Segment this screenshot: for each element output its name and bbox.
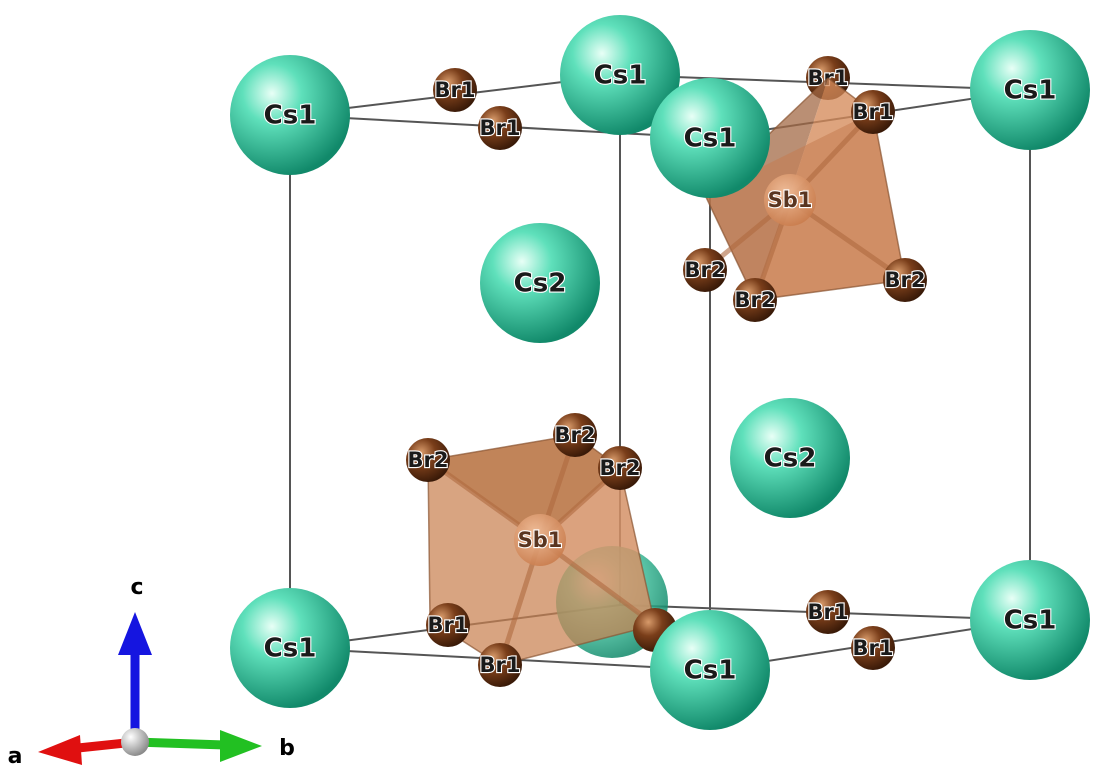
br2-atom: Br2 — [883, 258, 927, 302]
atom-label-sb1: Sb1 — [768, 188, 813, 212]
b-axis-arrow — [220, 730, 262, 762]
svg-text:Br1: Br1 — [853, 636, 894, 660]
axis-indicator: c b a — [8, 575, 295, 769]
br1-atom: Br1 — [426, 603, 470, 647]
a-axis-arrow — [38, 735, 82, 765]
cs1-atom-bottom-front: Cs1 — [650, 610, 770, 730]
svg-text:Br1: Br1 — [853, 100, 894, 124]
br1-atom: Br1 — [433, 68, 477, 112]
br1-atom: Br1 — [478, 643, 522, 687]
svg-text:Cs1: Cs1 — [264, 101, 317, 131]
cs1-atom-top-back: Cs1 — [560, 15, 680, 135]
svg-text:Cs1: Cs1 — [1004, 76, 1057, 106]
br1-atom: Br1 — [851, 90, 895, 134]
br2-atom: Br2 — [598, 446, 642, 490]
svg-text:Br2: Br2 — [685, 258, 726, 282]
axis-label-c: c — [130, 575, 143, 600]
svg-text:Br1: Br1 — [428, 613, 469, 637]
svg-text:Br2: Br2 — [600, 456, 641, 480]
cs1-atom-bottom-right: Cs1 — [970, 560, 1090, 680]
atom-label-cs1: Cs1 — [594, 61, 647, 91]
atom-label-cs2: Cs2 — [514, 269, 567, 299]
br1-atom: Br1 — [478, 106, 522, 150]
c-axis-arrow — [118, 612, 152, 655]
svg-text:Sb1: Sb1 — [518, 528, 563, 552]
br2-atom: Br2 — [683, 248, 727, 292]
svg-text:Cs1: Cs1 — [684, 124, 737, 154]
cs1-atom-top-right: Cs1 — [970, 30, 1090, 150]
cs1-atom-top-front: Cs1 — [650, 78, 770, 198]
svg-text:Br1: Br1 — [480, 653, 521, 677]
cs2-atom: Cs2 — [480, 223, 600, 343]
br2-atom: Br2 — [553, 413, 597, 457]
br1-atom: Br1 — [806, 590, 850, 634]
axis-origin — [121, 728, 149, 756]
br1-atom: Br1 — [851, 626, 895, 670]
svg-text:Br2: Br2 — [885, 268, 926, 292]
cs1-atom-bottom-left: Cs1 — [230, 588, 350, 708]
svg-text:Cs1: Cs1 — [1004, 606, 1057, 636]
br2-atom: Br2 — [406, 438, 450, 482]
svg-text:Br2: Br2 — [408, 448, 449, 472]
svg-text:Cs1: Cs1 — [684, 656, 737, 686]
svg-text:Br1: Br1 — [435, 78, 476, 102]
br2-atom: Br2 — [733, 278, 777, 322]
svg-text:Br1: Br1 — [808, 600, 849, 624]
cs1-atom-top-left: Cs1 — [230, 55, 350, 175]
svg-text:Cs2: Cs2 — [764, 444, 817, 474]
svg-text:Br2: Br2 — [555, 423, 596, 447]
axis-label-a: a — [8, 744, 23, 769]
svg-text:Br1: Br1 — [480, 116, 521, 140]
svg-text:Br2: Br2 — [735, 288, 776, 312]
axis-label-b: b — [279, 736, 295, 761]
svg-text:Br1: Br1 — [808, 66, 849, 90]
svg-text:Cs1: Cs1 — [264, 634, 317, 664]
cs2-atom: Cs2 — [730, 398, 850, 518]
